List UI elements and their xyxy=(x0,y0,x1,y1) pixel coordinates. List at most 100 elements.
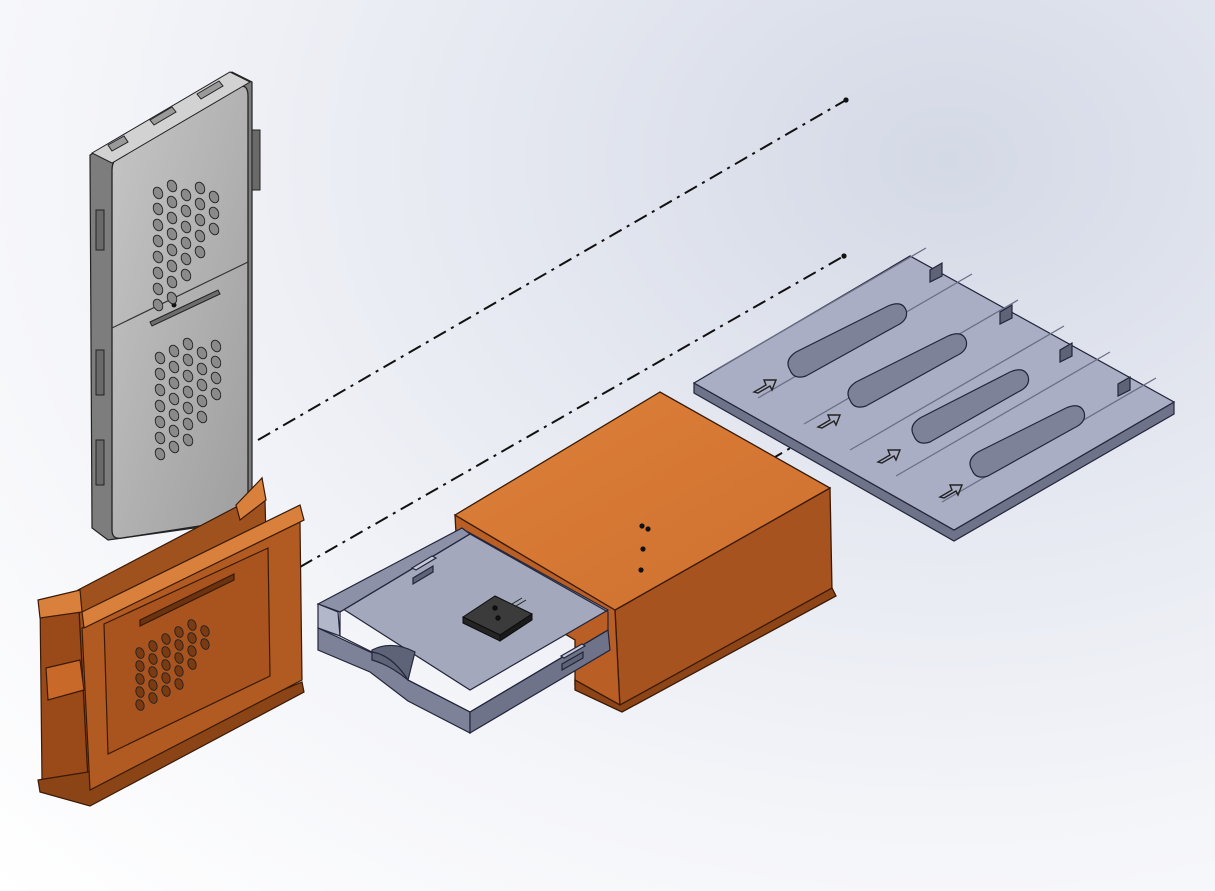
vent-hole xyxy=(168,408,180,422)
sleeve-top-flap xyxy=(235,476,267,522)
vent-hole xyxy=(182,385,194,399)
plate-groove-line xyxy=(895,351,1111,477)
vent-hole xyxy=(174,678,184,690)
vent-hole xyxy=(174,639,184,651)
vent-hole xyxy=(161,659,171,671)
vent-hole xyxy=(194,213,206,227)
vent-hole xyxy=(152,250,164,264)
vent-hole xyxy=(180,188,192,202)
gray-front-panel[interactable] xyxy=(89,71,261,541)
vent-hole xyxy=(154,383,166,397)
vent-hole xyxy=(168,440,180,454)
vent-hole xyxy=(135,660,145,672)
vent-hole xyxy=(208,222,220,236)
vent-hole xyxy=(208,206,220,220)
vent-hole xyxy=(168,360,180,374)
vent-hole xyxy=(168,344,180,358)
small-chip-component[interactable] xyxy=(461,595,534,642)
vent-hole xyxy=(208,190,220,204)
vent-hole xyxy=(154,399,166,413)
vent-hole xyxy=(166,227,178,241)
vent-hole xyxy=(152,234,164,248)
box-bottom-flange xyxy=(574,587,837,713)
vent-hole xyxy=(182,337,194,351)
panel-slot xyxy=(149,289,221,327)
orange-sleeve-frame[interactable] xyxy=(37,476,305,807)
vent-hole xyxy=(180,236,192,250)
vent-hole xyxy=(200,638,210,650)
vent-hole xyxy=(135,699,145,711)
vent-hole xyxy=(161,685,171,697)
vent-hole xyxy=(194,197,206,211)
explode-line-panel xyxy=(257,99,847,441)
plate-oval-slots xyxy=(787,303,1086,478)
vent-hole xyxy=(154,447,166,461)
vent-hole xyxy=(210,387,222,401)
plate-right-notches xyxy=(929,261,1131,397)
vent-hole xyxy=(194,181,206,195)
vent-hole xyxy=(161,633,171,645)
panel-side-tabs xyxy=(95,129,261,486)
vent-hole xyxy=(194,229,206,243)
vent-hole xyxy=(196,378,208,392)
panel-top-rim xyxy=(90,71,252,164)
panel-fold-line xyxy=(111,261,249,329)
vent-hole xyxy=(152,266,164,280)
vent-hole xyxy=(187,645,197,657)
vent-hole xyxy=(196,410,208,424)
vent-hole xyxy=(174,652,184,664)
vent-hole xyxy=(166,243,178,257)
slotted-base-plate[interactable] xyxy=(692,247,1176,542)
vent-hole xyxy=(180,252,192,266)
vent-hole xyxy=(210,339,222,353)
vent-hole xyxy=(152,218,164,232)
vent-hole xyxy=(187,619,197,631)
vent-hole xyxy=(152,298,164,312)
plate-arrow-icons xyxy=(752,379,964,499)
plate-grooves xyxy=(711,247,1157,503)
vent-hole xyxy=(196,394,208,408)
chip-pins xyxy=(511,597,527,607)
vent-hole xyxy=(180,268,192,282)
vent-hole xyxy=(166,291,178,305)
vent-hole xyxy=(161,672,171,684)
vent-hole xyxy=(187,658,197,670)
vent-hole xyxy=(182,433,194,447)
vent-hole xyxy=(200,625,210,637)
vent-hole xyxy=(166,275,178,289)
box-top xyxy=(453,391,832,611)
plate-groove-line xyxy=(849,325,1065,451)
vent-hole xyxy=(152,202,164,216)
sleeve-front-lip xyxy=(81,504,305,629)
vent-hole xyxy=(154,431,166,445)
vent-hole xyxy=(210,371,222,385)
vent-hole xyxy=(182,417,194,431)
vent-hole xyxy=(135,647,145,659)
drawer-top-rim xyxy=(339,533,609,713)
vent-hole xyxy=(182,401,194,415)
explode-line-sleeve xyxy=(299,255,845,568)
vent-hole xyxy=(196,362,208,376)
vent-hole xyxy=(174,626,184,638)
vent-hole xyxy=(166,195,178,209)
vent-hole xyxy=(161,646,171,658)
vent-hole xyxy=(182,353,194,367)
vent-hole xyxy=(152,186,164,200)
panel-top-tabs xyxy=(107,80,224,152)
arrow-icon xyxy=(816,414,842,429)
vent-hole xyxy=(148,653,158,665)
vent-hole xyxy=(154,415,166,429)
arrow-icon xyxy=(876,449,902,464)
arrow-icon xyxy=(938,484,964,499)
sleeve-slot xyxy=(139,573,235,627)
vent-hole xyxy=(196,346,208,360)
chip-right-side xyxy=(499,613,533,642)
box-top-markers xyxy=(638,523,651,573)
vent-hole xyxy=(152,282,164,296)
vent-hole xyxy=(135,686,145,698)
vent-hole xyxy=(168,376,180,390)
vent-hole xyxy=(148,640,158,652)
vent-hole xyxy=(180,220,192,234)
